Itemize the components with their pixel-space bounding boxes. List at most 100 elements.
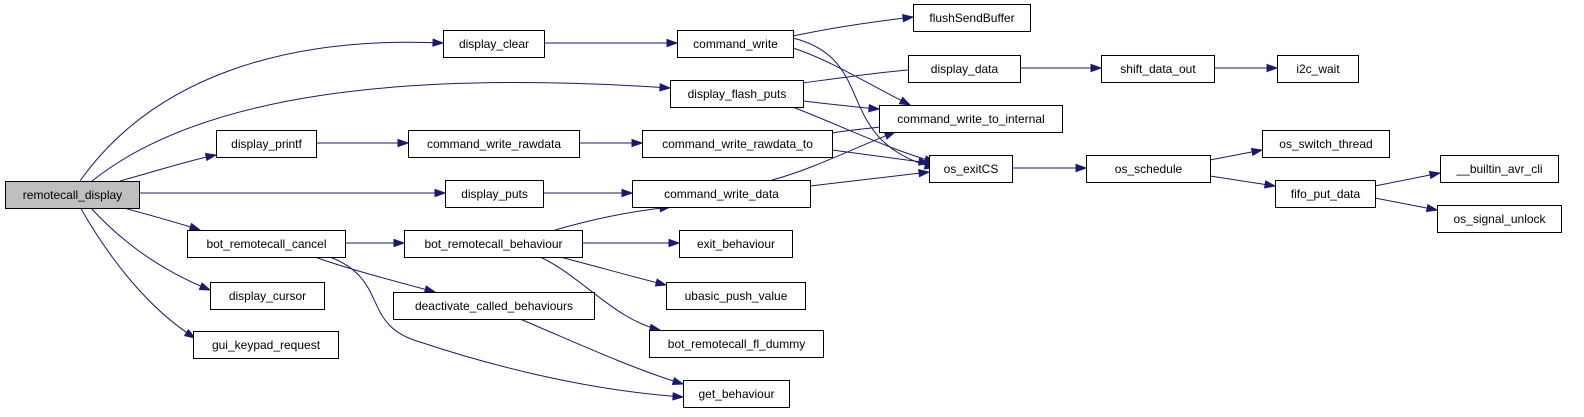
- node-box[interactable]: [677, 30, 794, 58]
- arrow-head-icon: [204, 152, 218, 162]
- node-label: display_clear: [459, 37, 529, 51]
- arrow-head-icon: [918, 157, 931, 166]
- node-label: fifo_put_data: [1291, 187, 1361, 201]
- node-deactivate_called_behaviours[interactable]: deactivate_called_behaviours: [393, 292, 595, 320]
- node-box[interactable]: [443, 30, 545, 58]
- node-box[interactable]: [642, 130, 833, 158]
- node-remotecall_display[interactable]: remotecall_display: [5, 181, 140, 209]
- edge-bot_remotecall_behaviour-to-command_write_data: [554, 203, 672, 231]
- edge-line: [79, 206, 196, 339]
- arrow-head-icon: [671, 376, 685, 385]
- arrow-head-icon: [918, 169, 931, 178]
- edge-os_schedule-to-os_switch_thread: [1209, 147, 1264, 161]
- node-box[interactable]: [879, 105, 1063, 133]
- node-label: flushSendBuffer: [929, 11, 1014, 25]
- node-display_printf[interactable]: display_printf: [216, 130, 317, 158]
- arrow-head-icon: [393, 238, 406, 248]
- node-label: os_schedule: [1115, 162, 1183, 176]
- arrow-head-icon: [1250, 147, 1264, 157]
- node-fifo_put_data[interactable]: fifo_put_data: [1275, 180, 1376, 208]
- node-bot_remotecall_behaviour[interactable]: bot_remotecall_behaviour: [404, 230, 583, 258]
- node-ubasic_push_value[interactable]: ubasic_push_value: [666, 282, 806, 310]
- node-box[interactable]: [649, 330, 824, 358]
- edge-line: [329, 256, 684, 398]
- node-label: display_data: [931, 62, 999, 76]
- node-label: __builtin_avr_cli: [1455, 162, 1542, 176]
- node-command_write_to_internal[interactable]: command_write_to_internal: [879, 105, 1063, 133]
- edge-bot_remotecall_cancel-to-deactivate_called_behaviours: [314, 256, 437, 294]
- node-os_signal_unlock[interactable]: os_signal_unlock: [1437, 205, 1562, 233]
- arrow-head-icon: [1266, 63, 1279, 73]
- node-box[interactable]: [1086, 155, 1211, 183]
- edge-line: [794, 68, 921, 85]
- node-box[interactable]: [1440, 155, 1559, 183]
- node-os_switch_thread[interactable]: os_switch_thread: [1262, 130, 1390, 158]
- node-command_write_rawdata_to[interactable]: command_write_rawdata_to: [642, 130, 833, 158]
- node-box[interactable]: [404, 230, 583, 258]
- node-label: command_write_to_internal: [897, 112, 1044, 126]
- node-box[interactable]: [1277, 55, 1359, 83]
- edge-line: [809, 171, 930, 187]
- node-command_write_data[interactable]: command_write_data: [632, 180, 811, 208]
- node-__builtin_avr_cli[interactable]: __builtin_avr_cli: [1440, 155, 1559, 183]
- edge-display_data-to-shift_data_out: [1020, 63, 1103, 73]
- node-box[interactable]: [666, 282, 806, 310]
- node-label: remotecall_display: [23, 188, 122, 202]
- node-display_flash_puts[interactable]: display_flash_puts: [670, 80, 804, 108]
- node-label: bot_remotecall_cancel: [206, 237, 326, 251]
- node-get_behaviour[interactable]: get_behaviour: [683, 380, 790, 408]
- node-display_cursor[interactable]: display_cursor: [210, 282, 325, 310]
- node-box[interactable]: [908, 55, 1021, 83]
- edge-line: [314, 256, 436, 293]
- node-display_clear[interactable]: display_clear: [443, 30, 545, 58]
- node-os_exitCS[interactable]: os_exitCS: [929, 155, 1013, 183]
- arrow-head-icon: [1090, 63, 1103, 73]
- node-box[interactable]: [632, 180, 811, 208]
- node-display_data[interactable]: display_data: [908, 55, 1021, 83]
- node-os_schedule[interactable]: os_schedule: [1086, 155, 1211, 183]
- node-command_write_rawdata[interactable]: command_write_rawdata: [408, 130, 580, 158]
- node-box[interactable]: [913, 4, 1031, 32]
- arrow-head-icon: [188, 222, 202, 231]
- node-box[interactable]: [679, 230, 793, 258]
- node-shift_data_out[interactable]: shift_data_out: [1101, 55, 1215, 83]
- arrow-head-icon: [868, 103, 881, 113]
- node-label: gui_keypad_request: [212, 338, 321, 352]
- edge-command_write-to-flushSendBuffer: [792, 14, 915, 37]
- edge-line: [792, 16, 914, 37]
- node-box[interactable]: [5, 181, 140, 209]
- node-box[interactable]: [408, 130, 580, 158]
- node-box[interactable]: [1101, 55, 1215, 83]
- node-bot_remotecall_cancel[interactable]: bot_remotecall_cancel: [187, 230, 346, 258]
- node-gui_keypad_request[interactable]: gui_keypad_request: [193, 331, 339, 359]
- node-box[interactable]: [193, 331, 339, 359]
- edge-line: [1374, 197, 1438, 211]
- edge-remotecall_display-to-display_printf: [119, 152, 218, 182]
- node-box[interactable]: [929, 155, 1013, 183]
- node-display_puts[interactable]: display_puts: [445, 180, 544, 208]
- node-box[interactable]: [1437, 205, 1562, 233]
- node-box[interactable]: [393, 292, 595, 320]
- edges-layer: [79, 14, 1442, 401]
- edge-display_puts-to-command_write_data: [543, 188, 634, 198]
- edge-shift_data_out-to-i2c_wait: [1214, 63, 1279, 73]
- node-box[interactable]: [445, 180, 544, 208]
- node-box[interactable]: [210, 282, 325, 310]
- edge-deactivate_called_behaviours-to-get_behaviour: [519, 318, 685, 385]
- node-label: display_printf: [231, 137, 302, 151]
- node-box[interactable]: [670, 80, 804, 108]
- node-box[interactable]: [187, 230, 346, 258]
- node-command_write[interactable]: command_write: [677, 30, 794, 58]
- node-box[interactable]: [1262, 130, 1390, 158]
- edge-fifo_put_data-to-os_signal_unlock: [1374, 197, 1439, 213]
- node-label: ubasic_push_value: [685, 289, 788, 303]
- node-box[interactable]: [216, 130, 317, 158]
- node-box[interactable]: [683, 380, 790, 408]
- node-i2c_wait[interactable]: i2c_wait: [1277, 55, 1359, 83]
- edge-display_clear-to-command_write: [544, 38, 679, 48]
- node-label: exit_behaviour: [697, 237, 775, 251]
- node-bot_remotecall_fl_dummy[interactable]: bot_remotecall_fl_dummy: [649, 330, 824, 358]
- node-box[interactable]: [1275, 180, 1376, 208]
- node-flushSendBuffer[interactable]: flushSendBuffer: [913, 4, 1031, 32]
- node-exit_behaviour[interactable]: exit_behaviour: [679, 230, 793, 258]
